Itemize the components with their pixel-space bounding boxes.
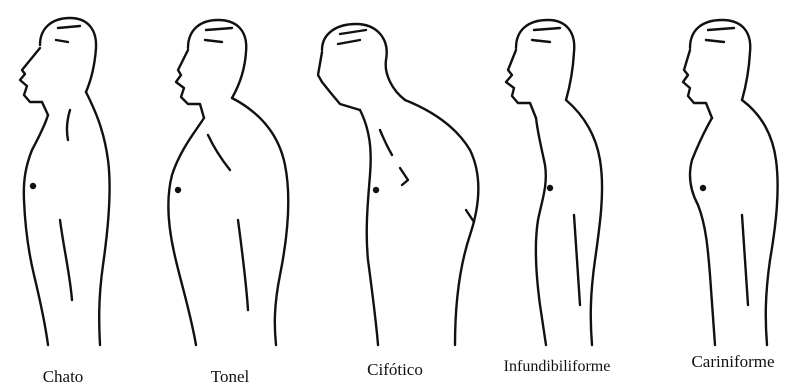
label-infundibiliforme: Infundibiliforme [504, 358, 611, 376]
figure-cifotico [318, 24, 478, 345]
label-chato: Chato [43, 367, 84, 387]
label-tonel: Tonel [211, 367, 249, 387]
figure-tonel [168, 20, 288, 345]
label-cifotico: Cifótico [367, 360, 423, 380]
label-cariniforme: Cariniforme [691, 352, 774, 372]
figure-chato [20, 18, 110, 345]
figure-cariniforme [683, 20, 778, 345]
figure-infundibiliforme [506, 20, 602, 345]
